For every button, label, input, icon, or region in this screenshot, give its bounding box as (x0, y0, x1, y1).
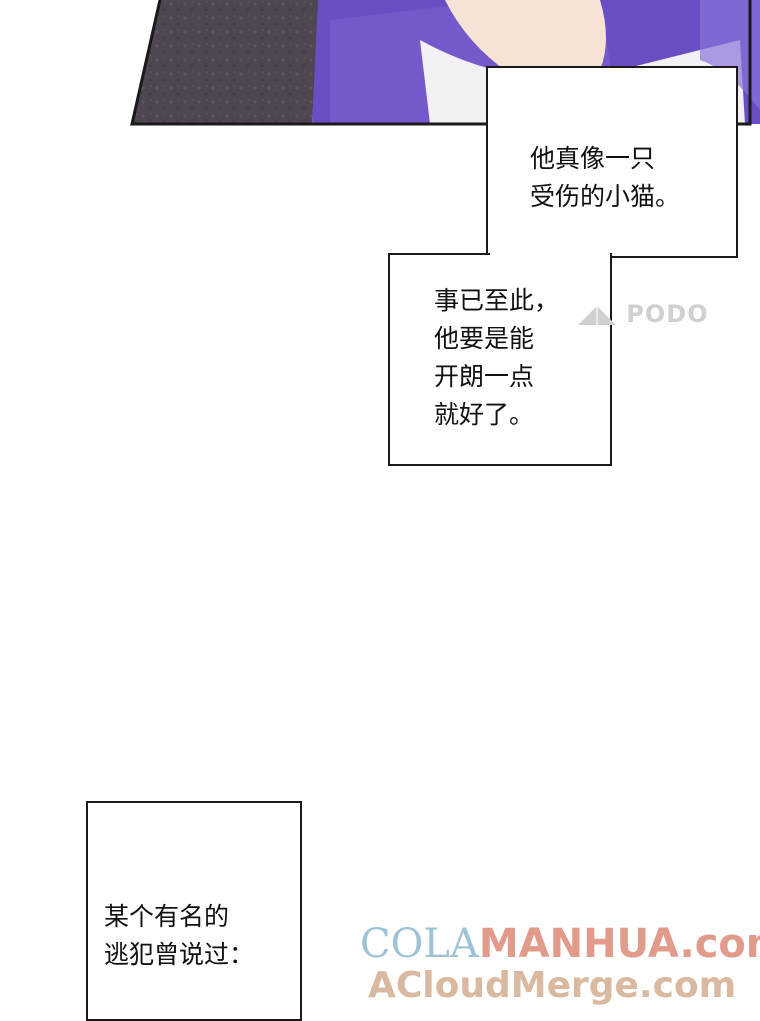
caption-text-2: 事已至此， 他要是能 开朗一点 就好了。 (434, 282, 559, 434)
caption-2-line-1: 事已至此， (434, 286, 560, 315)
site-watermark-line-1: COLAMANHUA.com (360, 922, 760, 966)
caption-box-3 (86, 801, 302, 1021)
caption-3-line-1: 某个有名的 (104, 902, 230, 931)
podo-watermark: ◢◣ PODO (578, 300, 709, 328)
panel-skin (445, 0, 606, 80)
site-watermark-line-2: ACloudMerge.com (368, 965, 737, 1006)
panel-stone-background (132, 0, 320, 124)
site-watermark-cola: COLA (360, 921, 479, 967)
podo-watermark-logo-icon: ◢◣ (578, 300, 627, 328)
caption-box-join (490, 252, 610, 257)
caption-2-line-3: 开朗一点 (434, 362, 535, 391)
caption-2-line-2: 他要是能 (434, 324, 535, 353)
caption-3-line-2: 逃犯曾说过： (104, 940, 255, 969)
caption-1-line-2: 受伤的小猫。 (530, 182, 681, 211)
caption-text-1: 他真像一只 受伤的小猫。 (530, 140, 680, 216)
caption-2-line-4: 就好了。 (434, 400, 535, 429)
caption-text-3: 某个有名的 逃犯曾说过： (104, 898, 254, 974)
site-watermark-manhua: MANHUA.com (478, 921, 760, 967)
podo-watermark-text: PODO (626, 300, 709, 328)
caption-1-line-1: 他真像一只 (530, 144, 656, 173)
caption-box-1 (486, 66, 738, 258)
